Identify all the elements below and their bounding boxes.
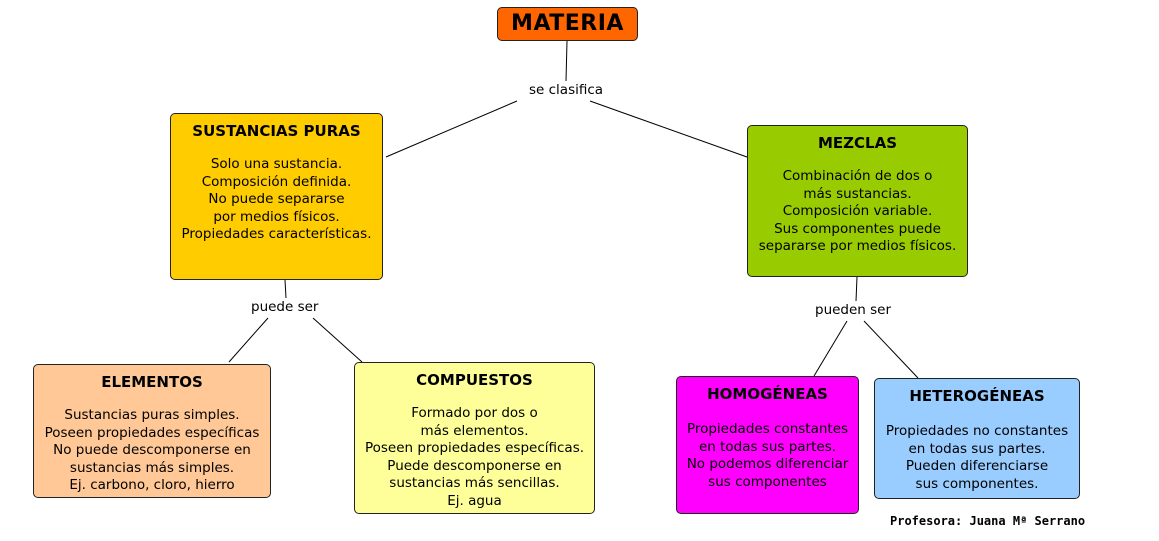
link-puede-ser-compuestos <box>312 317 363 363</box>
node-title: MEZCLAS <box>817 134 898 152</box>
node-materia: MATERIA <box>497 7 638 41</box>
node-homogeneas: HOMOGÉNEAS Propiedades constantes en tod… <box>676 376 859 514</box>
link-puede-ser-elementos <box>228 317 269 363</box>
node-sustancias-puras: SUSTANCIAS PURAS Solo una sustancia. Com… <box>170 113 383 280</box>
node-description: Combinación de dos o más sustancias. Com… <box>758 168 957 254</box>
node-title: MATERIA <box>511 11 624 36</box>
link-label-puede-ser: puede ser <box>248 299 322 316</box>
node-title: ELEMENTOS <box>101 373 203 391</box>
link-pueden-ser-heterogeneas <box>863 320 919 379</box>
node-title: SUSTANCIAS PURAS <box>192 122 361 140</box>
link-label-se-clasifica: se clasifica <box>526 82 607 99</box>
node-description: Propiedades no constantes en todas sus p… <box>885 423 1069 492</box>
node-description: Formado por dos o más elementos. Poseen … <box>364 405 585 509</box>
node-compuestos: COMPUESTOS Formado por dos o más element… <box>354 362 595 514</box>
link-pueden-ser-homogeneas <box>813 320 848 377</box>
link-label-pueden-ser: pueden ser <box>812 302 895 319</box>
node-elementos: ELEMENTOS Sustancias puras simples. Pose… <box>33 364 271 498</box>
link-se-clasifica-mezclas <box>589 100 748 158</box>
node-heterogeneas: HETEROGÉNEAS Propiedades no constantes e… <box>874 378 1080 499</box>
node-mezclas: MEZCLAS Combinación de dos o más sustanc… <box>747 125 968 277</box>
node-description: Propiedades constantes en todas sus part… <box>686 421 849 490</box>
node-description: Solo una sustancia. Composición definida… <box>181 156 372 242</box>
link-materia-se-clasifica <box>565 40 568 82</box>
node-title: HOMOGÉNEAS <box>707 385 828 403</box>
link-mezclas-pueden-ser <box>855 276 858 302</box>
link-sustancias-puras-puede-ser <box>284 279 287 299</box>
node-title: HETEROGÉNEAS <box>909 387 1045 405</box>
node-description: Sustancias puras simples. Poseen propied… <box>44 407 260 493</box>
node-title: COMPUESTOS <box>416 371 533 389</box>
author-credit: Profesora: Juana Mª Serrano <box>890 514 1086 528</box>
link-se-clasifica-sustancias-puras <box>385 100 518 158</box>
